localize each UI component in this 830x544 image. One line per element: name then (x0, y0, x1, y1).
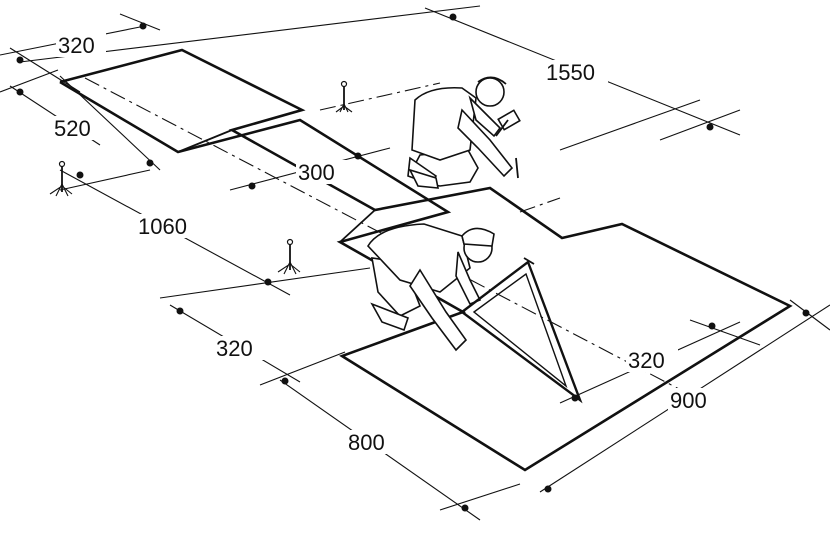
trench-step-line (339, 209, 376, 243)
triangular-frame (460, 257, 583, 404)
worker-marking-with-hammer (407, 76, 521, 189)
extension-line (259, 351, 346, 386)
marker-dot (146, 159, 154, 167)
extension-line (789, 299, 830, 331)
center-line-cross (319, 82, 441, 111)
dim-label-1060: 1060 (138, 214, 187, 239)
dim-label-900: 900 (670, 388, 707, 413)
marker-dot (248, 182, 256, 190)
hammer-icon (497, 109, 521, 131)
dim-label-520: 520 (54, 116, 91, 141)
marker-dot (461, 504, 469, 512)
marker-dot (802, 309, 810, 317)
trench-outline (59, 48, 793, 472)
extension-line (559, 99, 701, 151)
marker-dot (544, 485, 552, 493)
survey-stake (49, 160, 73, 197)
head (475, 77, 505, 107)
dim-label-320-top: 320 (58, 33, 95, 58)
marker-dot (176, 307, 184, 315)
marker-dot (139, 22, 147, 30)
dim-label-1550: 1550 (546, 60, 595, 85)
survey-stake (335, 80, 353, 113)
dim-label-300: 300 (298, 160, 335, 185)
extension-line (439, 483, 521, 511)
marker-dot (708, 322, 716, 330)
foundation-trench-outline (59, 48, 793, 472)
trench-step-line (177, 129, 233, 153)
marker-dot (76, 171, 84, 179)
dimension-labels: 320 520 1060 300 1550 320 800 320 900 (52, 33, 720, 455)
marker-dot (16, 56, 24, 64)
marker-dot (281, 377, 289, 385)
extension-line (689, 319, 761, 346)
dim-label-320-right: 320 (628, 348, 665, 373)
marker-dot (16, 88, 24, 96)
extension-line (59, 169, 151, 191)
survey-stake (277, 238, 301, 275)
marker-dot (706, 123, 714, 131)
extension-line (659, 109, 741, 141)
marker-dot (264, 278, 272, 286)
worker-placing-frame (367, 223, 495, 352)
marker-dot (449, 13, 457, 21)
dim-label-800: 800 (348, 430, 385, 455)
extension-line (119, 13, 161, 31)
extension-line (9, 47, 81, 93)
chisel (515, 157, 519, 179)
dim-label-320-left: 320 (216, 336, 253, 361)
dimension-line-320-top-lower (0, 69, 59, 93)
center-line-cross (519, 197, 561, 213)
